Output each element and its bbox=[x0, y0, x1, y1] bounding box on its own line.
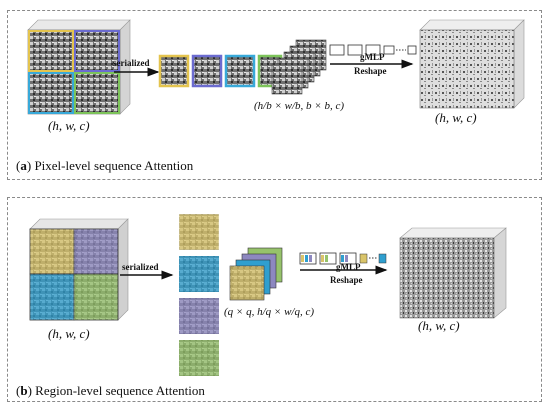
panel-a-stacked-blocks bbox=[271, 39, 327, 95]
panel-b-caption: (b) Region-level sequence Attention bbox=[16, 383, 205, 398]
panel-a-output-shape: (h, w, c) bbox=[435, 110, 477, 125]
panel-b-output-cube bbox=[399, 227, 507, 319]
panel-a-input-shape: (h, w, c) bbox=[48, 118, 90, 133]
panel-b-serialized-label: serialized bbox=[122, 262, 159, 272]
panel-a bbox=[7, 10, 542, 180]
panel-b-reshape-label: Reshape bbox=[330, 275, 363, 285]
panel-b-serialized-tiles bbox=[178, 213, 220, 376]
panel-b bbox=[7, 197, 542, 402]
panel-a-reshape-label: Reshape bbox=[354, 66, 387, 76]
panel-a-gmlp-block bbox=[329, 44, 417, 56]
panel-b-stacked-blocks bbox=[229, 247, 283, 301]
panel-b-gmlp-block bbox=[299, 252, 387, 265]
panel-b-output-shape: (h, w, c) bbox=[418, 318, 460, 333]
panel-b-input-cube bbox=[29, 218, 129, 321]
panel-b-caption-text: Region-level sequence Attention bbox=[35, 383, 205, 398]
panel-a-serialized-tiles bbox=[158, 54, 283, 88]
panel-a-input-cube bbox=[27, 19, 131, 115]
panel-a-caption: (a) Pixel-level sequence Attention bbox=[16, 158, 194, 173]
panel-a-middle-shape: (h/b × w/b, b × b, c) bbox=[254, 100, 345, 112]
panel-a-gmlp-label: gMLP bbox=[360, 52, 385, 62]
panel-b-middle-shape: (q × q, h/q × w/q, c) bbox=[224, 306, 315, 318]
panel-a-caption-text: Pixel-level sequence Attention bbox=[34, 158, 194, 173]
panel-b-caption-tag: b bbox=[20, 383, 28, 398]
panel-a-serialized-label: serialized bbox=[113, 58, 150, 68]
panel-a-caption-tag: a bbox=[20, 158, 27, 173]
panel-b-gmlp-label: gMLP bbox=[336, 262, 361, 272]
panel-b-input-shape: (h, w, c) bbox=[48, 326, 90, 341]
panel-a-output-cube bbox=[419, 19, 525, 109]
